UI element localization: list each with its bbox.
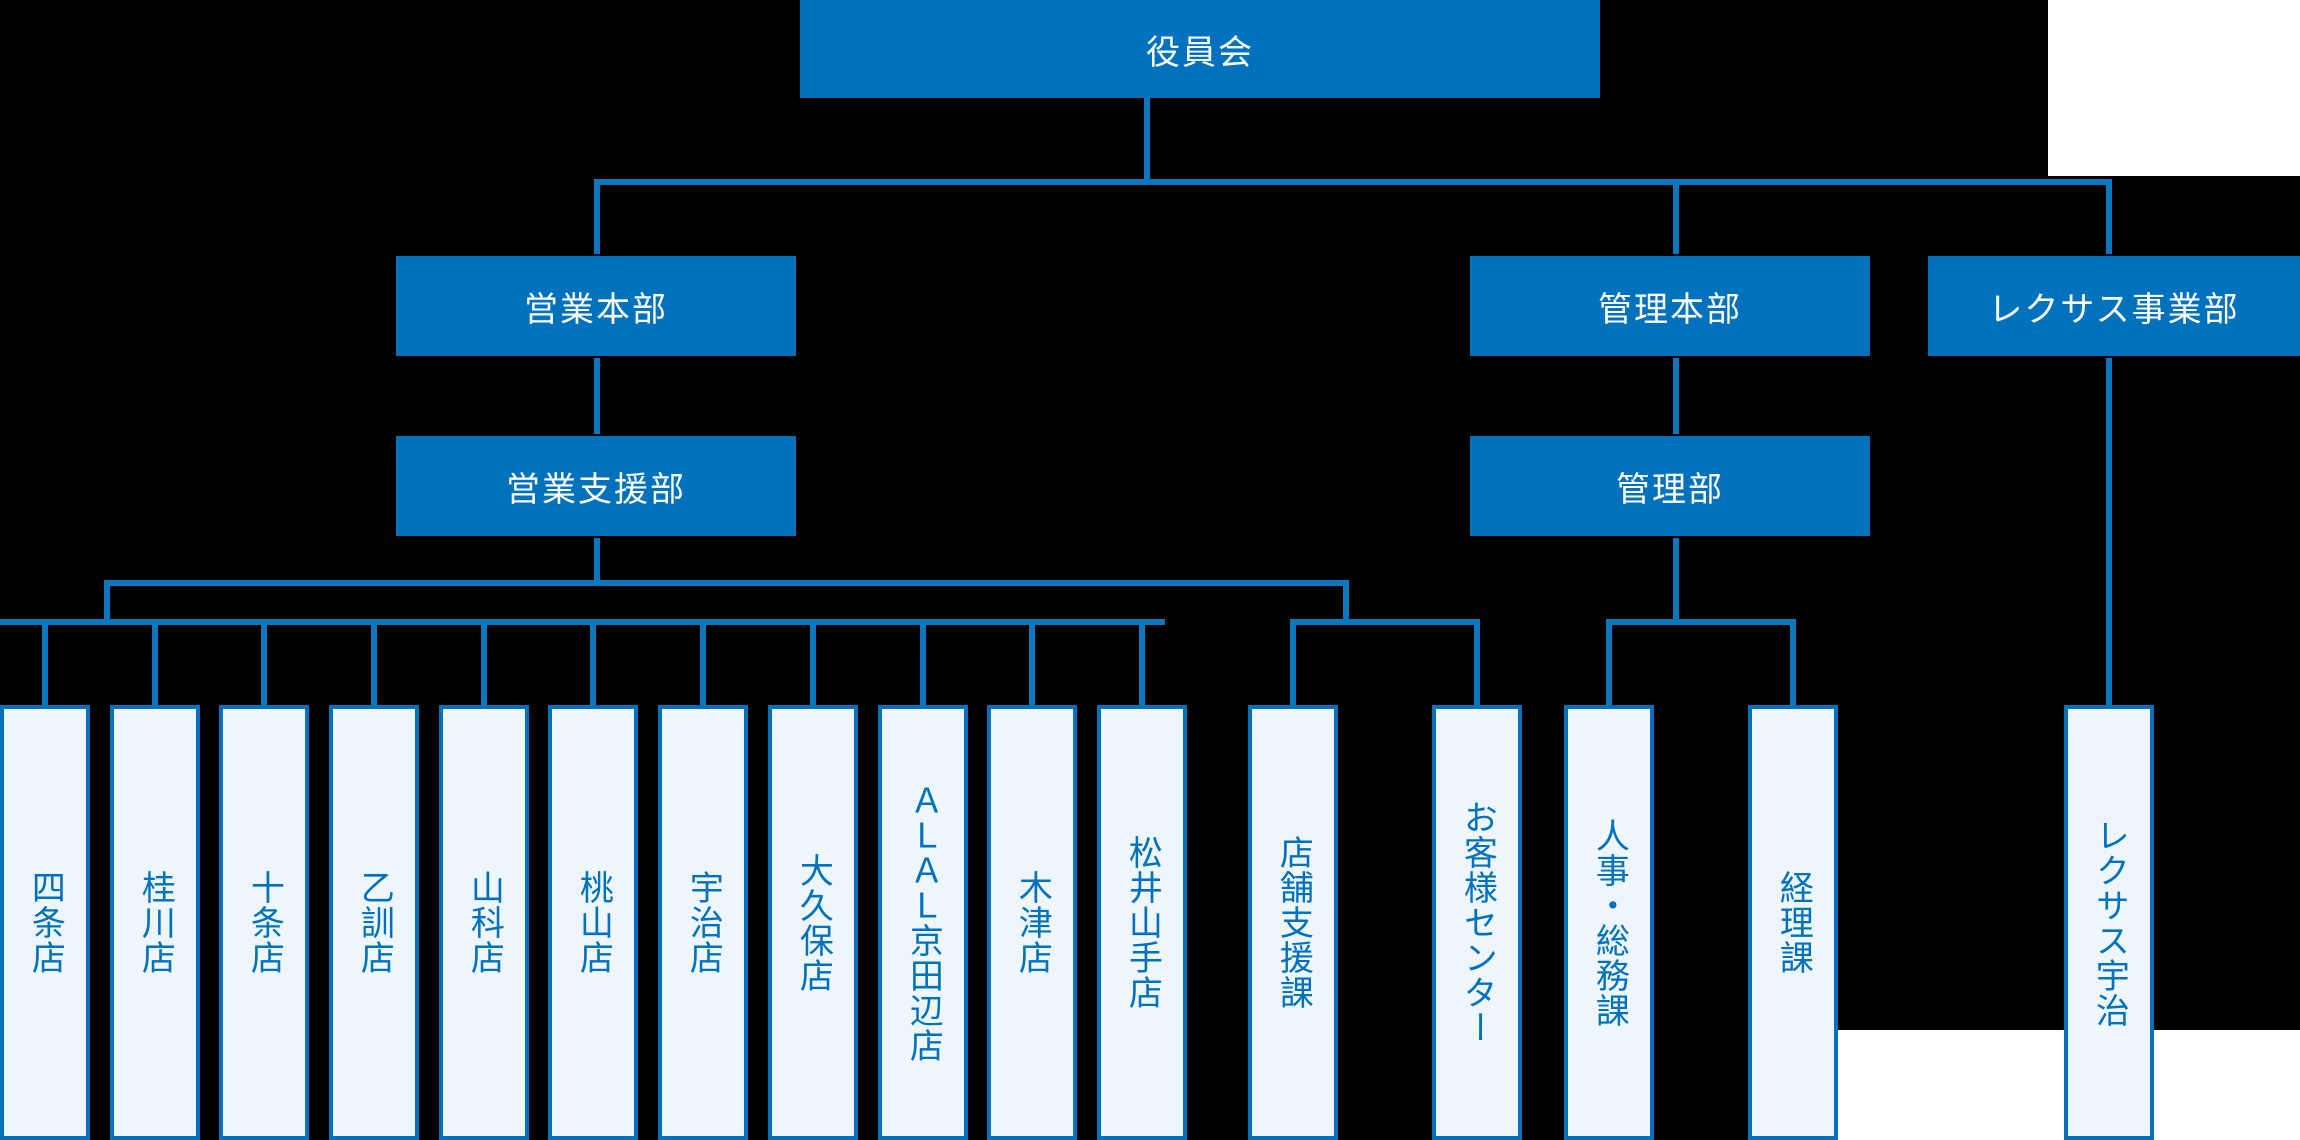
connector-store-drop [371, 619, 377, 707]
connector-store-drop [700, 619, 706, 707]
connector-sales-hq-to-support [594, 358, 600, 434]
leaf-store[interactable]: 山科店 [439, 705, 529, 1140]
node-label: 営業本部 [524, 289, 668, 330]
leaf-label: 店舗支援課 [1273, 835, 1314, 1010]
node-label: 管理部 [1616, 469, 1724, 510]
leaf-label: 松井山手店 [1122, 835, 1163, 1010]
connector-support-sections-bus [1290, 619, 1480, 625]
connector-store-drop [42, 619, 48, 707]
leaf-label: ＡＬＡＬ京田辺店 [903, 782, 944, 1063]
connector-drop-admin-hq [1673, 179, 1679, 254]
connector-stores-bus [0, 619, 1165, 625]
leaf-store[interactable]: 松井山手店 [1097, 705, 1187, 1140]
leaf-label: 乙訓店 [354, 870, 395, 975]
leaf-label: 四条店 [25, 870, 66, 975]
node-label: レクサス事業部 [1988, 289, 2240, 330]
connector-support-upper-right-drop [1343, 580, 1349, 622]
leaf-label: 人事・総務課 [1589, 817, 1630, 1028]
connector-root-stem [1144, 96, 1150, 182]
connector-level1-bus [594, 179, 2112, 185]
connector-drop-lexus-div [2106, 179, 2112, 254]
leaf-label: レクサス宇治 [2089, 817, 2130, 1028]
connector-store-drop [1029, 619, 1035, 707]
node-sales-headquarters[interactable]: 営業本部 [396, 256, 796, 356]
connector-support-stem [594, 538, 600, 583]
leaf-label: 大久保店 [793, 852, 834, 993]
leaf-store[interactable]: 桃山店 [548, 705, 638, 1140]
connector-admin-section-drop [1606, 619, 1612, 707]
node-administration-department[interactable]: 管理部 [1470, 436, 1870, 536]
leaf-section-hr-general-affairs[interactable]: 人事・総務課 [1564, 705, 1654, 1140]
leaf-label: 山科店 [464, 870, 505, 975]
connector-admin-section-drop [1790, 619, 1796, 707]
node-lexus-division[interactable]: レクサス事業部 [1928, 256, 2300, 356]
leaf-store[interactable]: 木津店 [987, 705, 1077, 1140]
node-board-of-directors[interactable]: 役員会 [800, 0, 1600, 98]
connector-store-drop [920, 619, 926, 707]
connector-support-upper-bus [104, 580, 1349, 586]
connector-section-drop [1290, 619, 1296, 707]
connector-lexus-div-to-unit [2106, 358, 2112, 707]
connector-store-drop [590, 619, 596, 707]
connector-section-drop [1474, 619, 1480, 707]
leaf-label: 経理課 [1773, 870, 1814, 975]
leaf-label: 十条店 [244, 870, 285, 975]
leaf-store[interactable]: 乙訓店 [329, 705, 419, 1140]
connector-store-drop [261, 619, 267, 707]
leaf-store[interactable]: 桂川店 [110, 705, 200, 1140]
leaf-lexus-uji[interactable]: レクサス宇治 [2064, 705, 2154, 1140]
leaf-label: 宇治店 [683, 870, 724, 975]
connector-store-drop [1139, 619, 1145, 707]
leaf-section-accounting[interactable]: 経理課 [1748, 705, 1838, 1140]
leaf-store[interactable]: 十条店 [219, 705, 309, 1140]
node-label: 管理本部 [1598, 289, 1742, 330]
node-admin-headquarters[interactable]: 管理本部 [1470, 256, 1870, 356]
leaf-section-store-support[interactable]: 店舗支援課 [1248, 705, 1338, 1140]
leaf-label: お客様センター [1457, 800, 1498, 1045]
connector-store-drop [481, 619, 487, 707]
connector-admin-hq-to-admin-dept [1673, 358, 1679, 434]
connector-admin-dept-stem [1673, 538, 1679, 622]
node-label: 営業支援部 [506, 469, 686, 510]
node-label: 役員会 [1146, 32, 1254, 73]
leaf-store[interactable]: 大久保店 [768, 705, 858, 1140]
connector-support-upper-left-drop [104, 580, 110, 622]
node-sales-support-department[interactable]: 営業支援部 [396, 436, 796, 536]
connector-store-drop [810, 619, 816, 707]
connector-store-drop [152, 619, 158, 707]
leaf-label: 桃山店 [573, 870, 614, 975]
leaf-store[interactable]: 四条店 [0, 705, 90, 1140]
leaf-store[interactable]: ＡＬＡＬ京田辺店 [878, 705, 968, 1140]
leaf-section-customer-center[interactable]: お客様センター [1432, 705, 1522, 1140]
connector-drop-sales-hq [594, 179, 600, 254]
leaf-label: 桂川店 [135, 870, 176, 975]
leaf-label: 木津店 [1012, 870, 1053, 975]
connector-admin-sections-bus [1606, 619, 1796, 625]
leaf-store[interactable]: 宇治店 [658, 705, 748, 1140]
